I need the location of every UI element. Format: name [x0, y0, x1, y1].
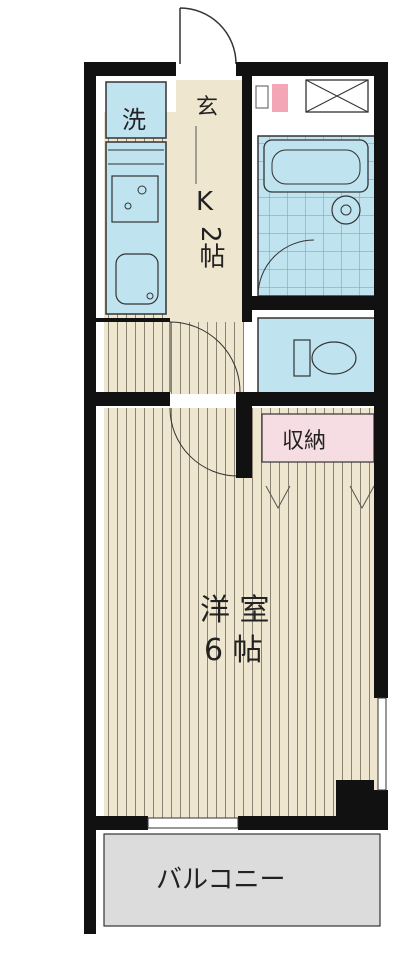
entrance-label: 玄: [196, 95, 218, 120]
walls: [84, 62, 388, 934]
entrance-area: [176, 80, 242, 124]
balcony-window: [147, 817, 239, 829]
kitchen-size-label: 2帖: [195, 226, 225, 269]
storage-closet: [261, 413, 375, 510]
balcony-label: バルコニー: [156, 865, 285, 895]
storage-label: 収納: [282, 429, 326, 454]
front-door-swing: [179, 7, 237, 65]
kitchen-floor-upper: [170, 112, 242, 322]
side-window: [377, 697, 387, 791]
toilet-room: [257, 317, 377, 395]
kitchen-k-label: K: [196, 187, 214, 217]
laundry-label: 洗: [122, 106, 146, 134]
bathroom: [257, 135, 377, 297]
entrance-marker: [272, 84, 288, 112]
balcony-area: [103, 833, 381, 927]
laundry-area: [105, 81, 167, 139]
interior-door-swings: [169, 321, 241, 477]
kitchen-counter: [105, 141, 167, 315]
western-room-size-label: 6 帖: [204, 633, 263, 668]
western-room-name-label: 洋 室: [200, 593, 270, 628]
outdoor-unit-box: [305, 79, 369, 113]
